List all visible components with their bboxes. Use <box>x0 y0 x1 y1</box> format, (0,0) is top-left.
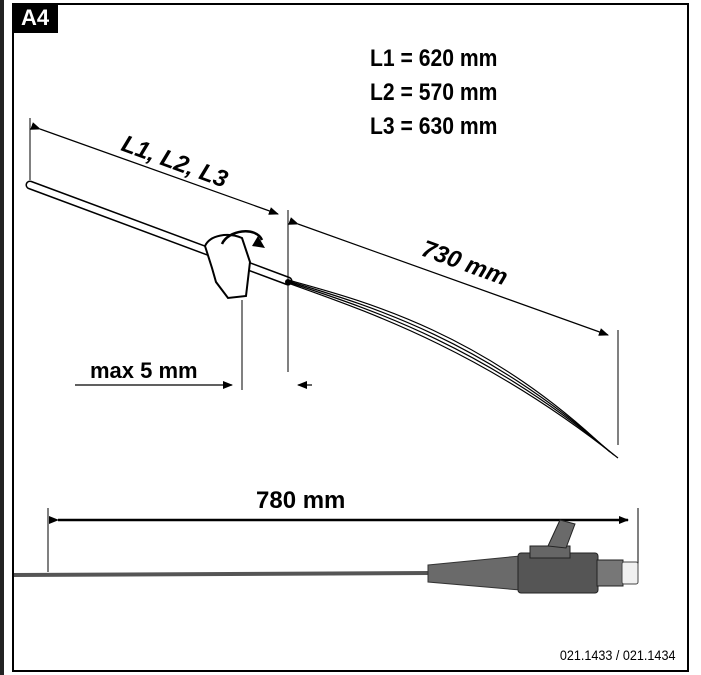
dimension-strip-max: max 5 mm <box>75 300 312 390</box>
jacketed-cable <box>25 180 293 286</box>
lc-connector-cable <box>13 519 639 594</box>
strip-max-label: max 5 mm <box>90 358 198 383</box>
dimension-fiber-length: 730 mm <box>287 210 619 445</box>
part-codes: 021.1433 / 021.1434 <box>559 647 675 663</box>
figure-tag: A4 <box>12 3 58 33</box>
cable-length-label: L1, L2, L3 <box>118 130 232 193</box>
fiber-length-label: 730 mm <box>418 235 511 291</box>
total-length-label: 780 mm <box>256 487 345 514</box>
length-l2: L2 = 570 mm <box>370 79 498 106</box>
left-page-bar <box>0 0 4 675</box>
figure-frame <box>12 3 689 672</box>
dimension-total-length: 780 mm <box>47 487 639 580</box>
length-l3: L3 = 630 mm <box>370 113 498 140</box>
stripped-fibers <box>287 279 619 459</box>
length-specs: L1 = 620 mm L2 = 570 mm L3 = 630 mm <box>370 42 497 144</box>
length-l1: L1 = 620 mm <box>370 45 498 72</box>
hand-tool-icon <box>203 230 265 300</box>
